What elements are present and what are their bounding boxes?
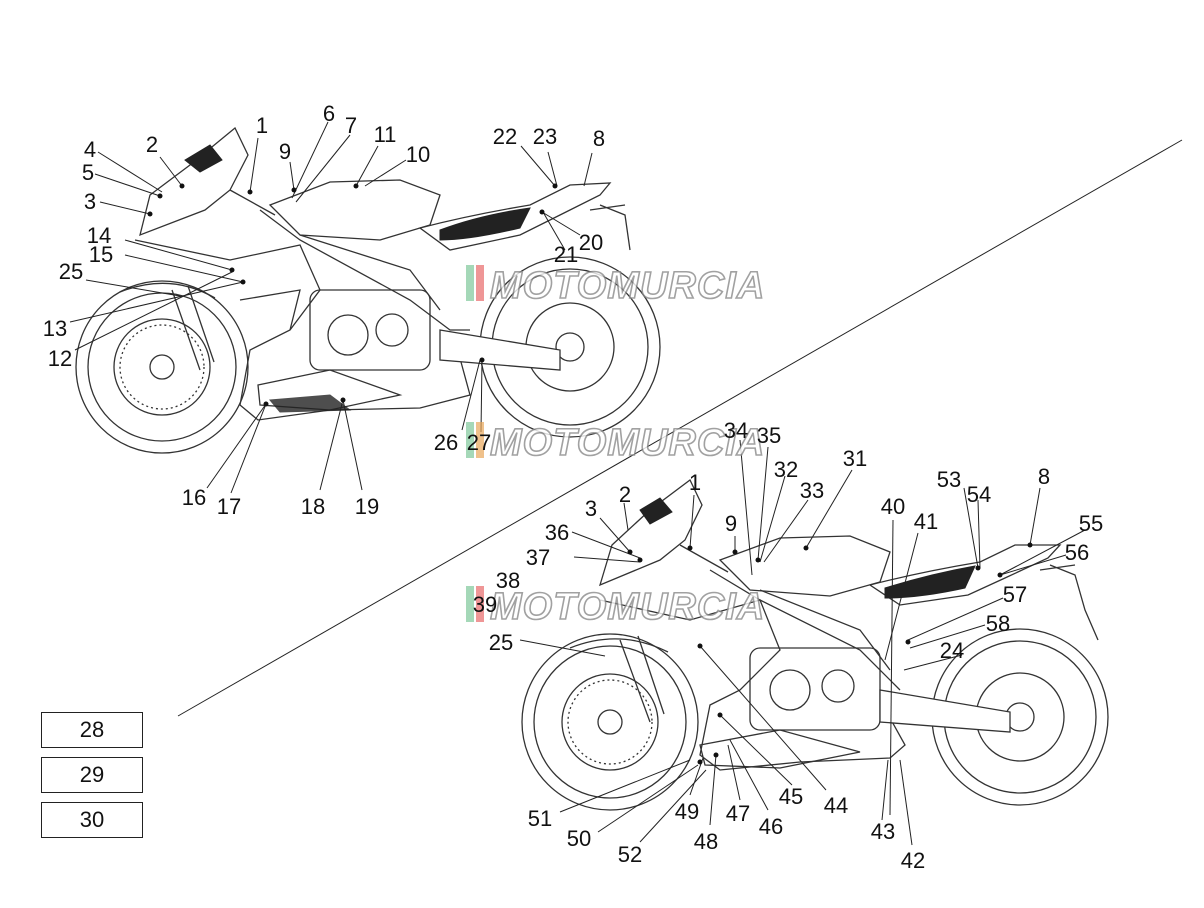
callout-11: 11 [374,122,397,147]
callout-b-58: 58 [986,611,1010,636]
callout-b-56: 56 [1065,540,1089,565]
callout-b-24: 24 [940,638,964,663]
callout-9: 9 [279,139,291,164]
callout-4: 4 [84,137,96,162]
callout-8: 8 [593,126,605,151]
fuel-tank [268,179,441,241]
callout-26: 26 [434,430,458,455]
callout-b-33: 33 [800,478,824,503]
callout-b-51: 51 [528,806,552,831]
bottom-leader-dots [627,542,1033,765]
callout-b-38: 38 [496,568,520,593]
callout-19: 19 [355,494,379,519]
front-wheel-tire-2 [521,633,699,811]
callout-b-50: 50 [567,826,591,851]
callout-7: 7 [345,113,357,138]
top-view-callouts: 1 2 3 4 5 6 7 8 9 10 11 12 13 14 15 16 1… [43,101,605,519]
callout-b-34: 34 [724,418,748,443]
callout-b-44: 44 [824,793,848,818]
callout-b-52: 52 [618,842,642,867]
callout-b-48: 48 [694,829,718,854]
watermark-logo-1: MOTOMURCIA [466,264,765,308]
callout-21: 21 [554,242,578,267]
callout-b-55: 55 [1079,511,1103,536]
separate-parts-list: 28 29 30 [41,712,143,847]
swingarm [439,329,561,371]
callout-b-8: 8 [1038,464,1050,489]
callout-15: 15 [89,242,113,267]
watermark-logo-2: MOTOMURCIA [466,421,765,465]
callout-b-42: 42 [901,848,925,873]
callout-b-54: 54 [967,482,991,507]
part-box-30[interactable]: 30 [41,802,143,838]
callout-b-41: 41 [914,509,938,534]
callout-b-45: 45 [779,784,803,809]
callout-b-31: 31 [843,446,867,471]
callout-b-43: 43 [871,819,895,844]
svg-text:MOTOMURCIA: MOTOMURCIA [490,265,765,307]
svg-text:MOTOMURCIA: MOTOMURCIA [490,422,765,464]
callout-12: 12 [48,346,72,371]
callout-1: 1 [256,113,268,138]
callout-b-32: 32 [774,457,798,482]
callout-b-40: 40 [881,494,905,519]
top-leader-lines [69,121,593,494]
callout-16: 16 [182,485,206,510]
callout-18: 18 [301,494,325,519]
callout-25: 25 [59,259,83,284]
callout-23: 23 [533,124,557,149]
callout-27: 27 [467,430,491,455]
callout-b-9: 9 [725,511,737,536]
callout-b-46: 46 [759,814,783,839]
motorcycle-top-illustration [75,126,661,454]
front-wheel-tire [75,280,249,454]
callout-5: 5 [82,160,94,185]
callout-b-57: 57 [1003,582,1027,607]
front-fairing-2 [598,479,703,587]
watermark-logo-3: MOTOMURCIA [466,585,765,629]
callout-b-1: 1 [689,470,701,495]
callout-17: 17 [217,494,241,519]
motorcycle-bottom-illustration [521,479,1109,811]
callout-3: 3 [84,189,96,214]
front-fairing [139,126,249,237]
callout-b-35: 35 [757,423,781,448]
swingarm-2 [879,689,1011,733]
callout-b-25: 25 [489,630,513,655]
part-box-28[interactable]: 28 [41,712,143,748]
callout-6: 6 [323,101,335,126]
part-box-29[interactable]: 29 [41,757,143,793]
callout-b-37: 37 [526,545,550,570]
watermark-group: MOTOMURCIA MOTOMURCIA MOTOMURCIA [466,264,765,629]
callout-b-3: 3 [585,496,597,521]
top-leader-dots [147,183,558,407]
callout-10: 10 [406,142,430,167]
bottom-view-callouts: 1 2 3 8 9 24 25 31 32 33 34 35 36 37 38 … [473,418,1103,873]
callout-b-53: 53 [937,467,961,492]
callout-14: 14 [87,223,111,248]
divider-line [177,139,1183,717]
callout-b-49: 49 [675,799,699,824]
callout-2: 2 [146,132,158,157]
callout-13: 13 [43,316,67,341]
callout-20: 20 [579,230,603,255]
callout-b-39: 39 [473,592,497,617]
callout-b-47: 47 [726,801,750,826]
callout-b-2: 2 [619,482,631,507]
svg-text:MOTOMURCIA: MOTOMURCIA [490,586,765,628]
callout-22: 22 [493,124,517,149]
callout-b-36: 36 [545,520,569,545]
